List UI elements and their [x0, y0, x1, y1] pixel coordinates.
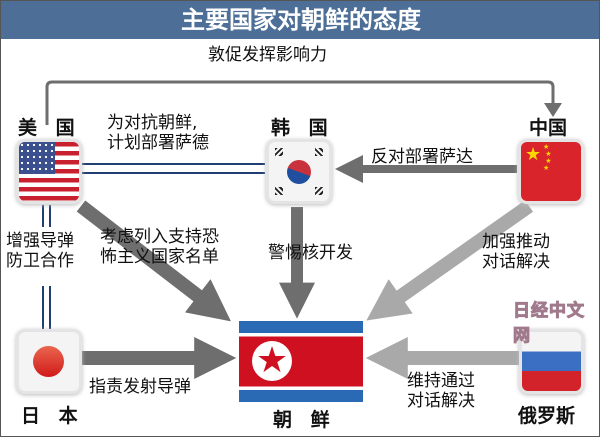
japan-flag-icon — [19, 332, 79, 391]
korea-flag-icon — [269, 142, 329, 201]
country-north-korea: 朝 鲜 — [273, 409, 336, 431]
china-flag-icon: ★ ★ ★ ★★ — [521, 142, 581, 201]
label-usa-japan: 增强导弹防卫合作 — [6, 231, 74, 271]
page-title: 主要国家对朝鲜的态度 — [1, 1, 599, 39]
label-china-nk: 加强推动对话解决 — [482, 232, 550, 272]
label-usa-korea: 为对抗朝鲜,计划部署萨德 — [107, 113, 209, 153]
label-russia-nk: 维持通过对话解决 — [407, 371, 475, 411]
alliance-line-usa-japan — [42, 205, 51, 329]
country-korea: 韩 国 — [271, 117, 334, 139]
influence-arrowhead — [544, 103, 562, 117]
influence-connector — [45, 80, 555, 125]
usa-flag-icon — [19, 142, 79, 201]
country-japan: 日 本 — [21, 405, 84, 427]
arrow-usa-nk — [76, 200, 231, 322]
russia-flag-icon — [522, 332, 581, 391]
label-korea-nk: 警惕核开发 — [268, 243, 353, 263]
watermark: 日经中文网 — [513, 301, 585, 347]
label-china-korea: 反对部署萨达 — [371, 147, 473, 167]
label-usa-nk: 考虑列入支持恐怖主义国家名单 — [100, 227, 219, 267]
north-korea-flag-icon: ★ — [239, 321, 363, 402]
alliance-line-usa-korea — [81, 163, 265, 174]
label-influence: 敦促发挥影响力 — [208, 45, 327, 65]
country-russia: 俄罗斯 — [518, 405, 576, 427]
country-china: 中国 — [529, 117, 568, 139]
country-usa: 美 国 — [18, 117, 81, 139]
arrow-china-nk — [366, 200, 534, 321]
label-japan-nk: 指责发射导弹 — [89, 377, 191, 397]
